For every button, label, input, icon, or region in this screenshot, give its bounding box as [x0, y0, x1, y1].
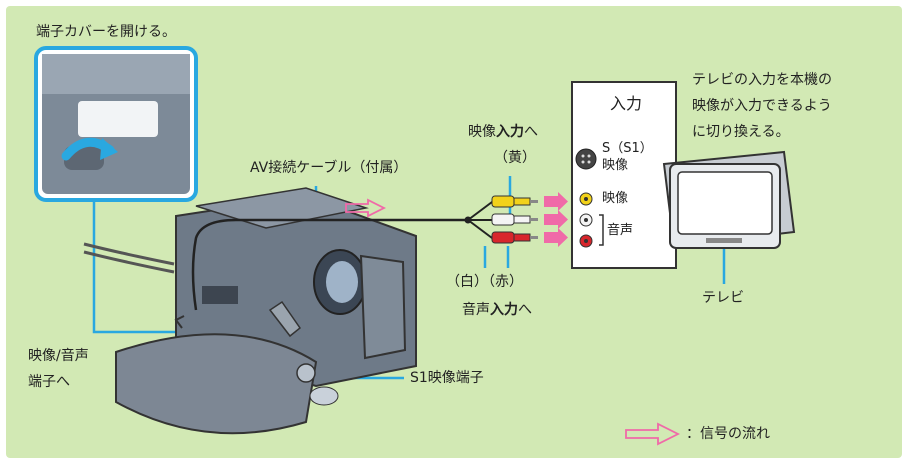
connection-illustration	[34, 46, 796, 446]
input-panel	[571, 81, 677, 269]
red-plug	[491, 231, 538, 244]
tv-label: テレビ	[702, 290, 744, 306]
signal-arrow-icon	[544, 210, 568, 229]
signal-arrow-icon	[544, 192, 568, 211]
yellow-plug	[491, 195, 538, 208]
av-terminal-label-line1: 映像/音声	[28, 348, 89, 364]
av-cable	[191, 192, 568, 311]
signal-flow-arrow-icon	[345, 198, 387, 218]
signal-flow-legend: ：信号の流れ	[686, 426, 770, 442]
camcorder-illustration	[83, 187, 417, 435]
tv-note-line1: テレビの入力を本機の	[692, 72, 832, 88]
terminal-cover-inset	[34, 46, 198, 202]
white-red-label: （白）（赤）	[446, 274, 523, 290]
input-panel-title: 入力	[610, 94, 643, 113]
audio-jack-label: 音声	[607, 223, 634, 238]
s-video-jack-icon	[575, 148, 597, 170]
s-video-label: S（S1）	[602, 141, 653, 156]
signal-arrow-icon	[544, 228, 568, 247]
legend-signal-arrow-icon	[625, 422, 681, 446]
white-plug	[491, 213, 538, 226]
tv-illustration	[662, 150, 796, 249]
av-cable-label: AV接続ケーブル（付属）	[250, 160, 408, 176]
av-terminal-label-line2: 端子へ	[28, 374, 70, 390]
yellow-label: （黄）	[494, 150, 536, 166]
audio-input-label: 音声入力へ	[462, 302, 532, 318]
diagram-panel: 端子カバーを開ける。 AV接続ケーブル（付属） 映像入力へ （黄） （白）（赤）…	[6, 6, 902, 458]
s1-terminal-label: S1映像端子	[410, 370, 484, 386]
video-input-label: 映像入力へ	[468, 124, 538, 140]
tv-note-line2: 映像が入力できるよう	[692, 98, 832, 114]
tv-note-line3: に切り換える。	[692, 124, 790, 140]
video-jack-label: 映像	[602, 191, 629, 206]
open-cover-label: 端子カバーを開ける。	[36, 24, 176, 40]
s-video-sub-label: 映像	[602, 158, 629, 173]
